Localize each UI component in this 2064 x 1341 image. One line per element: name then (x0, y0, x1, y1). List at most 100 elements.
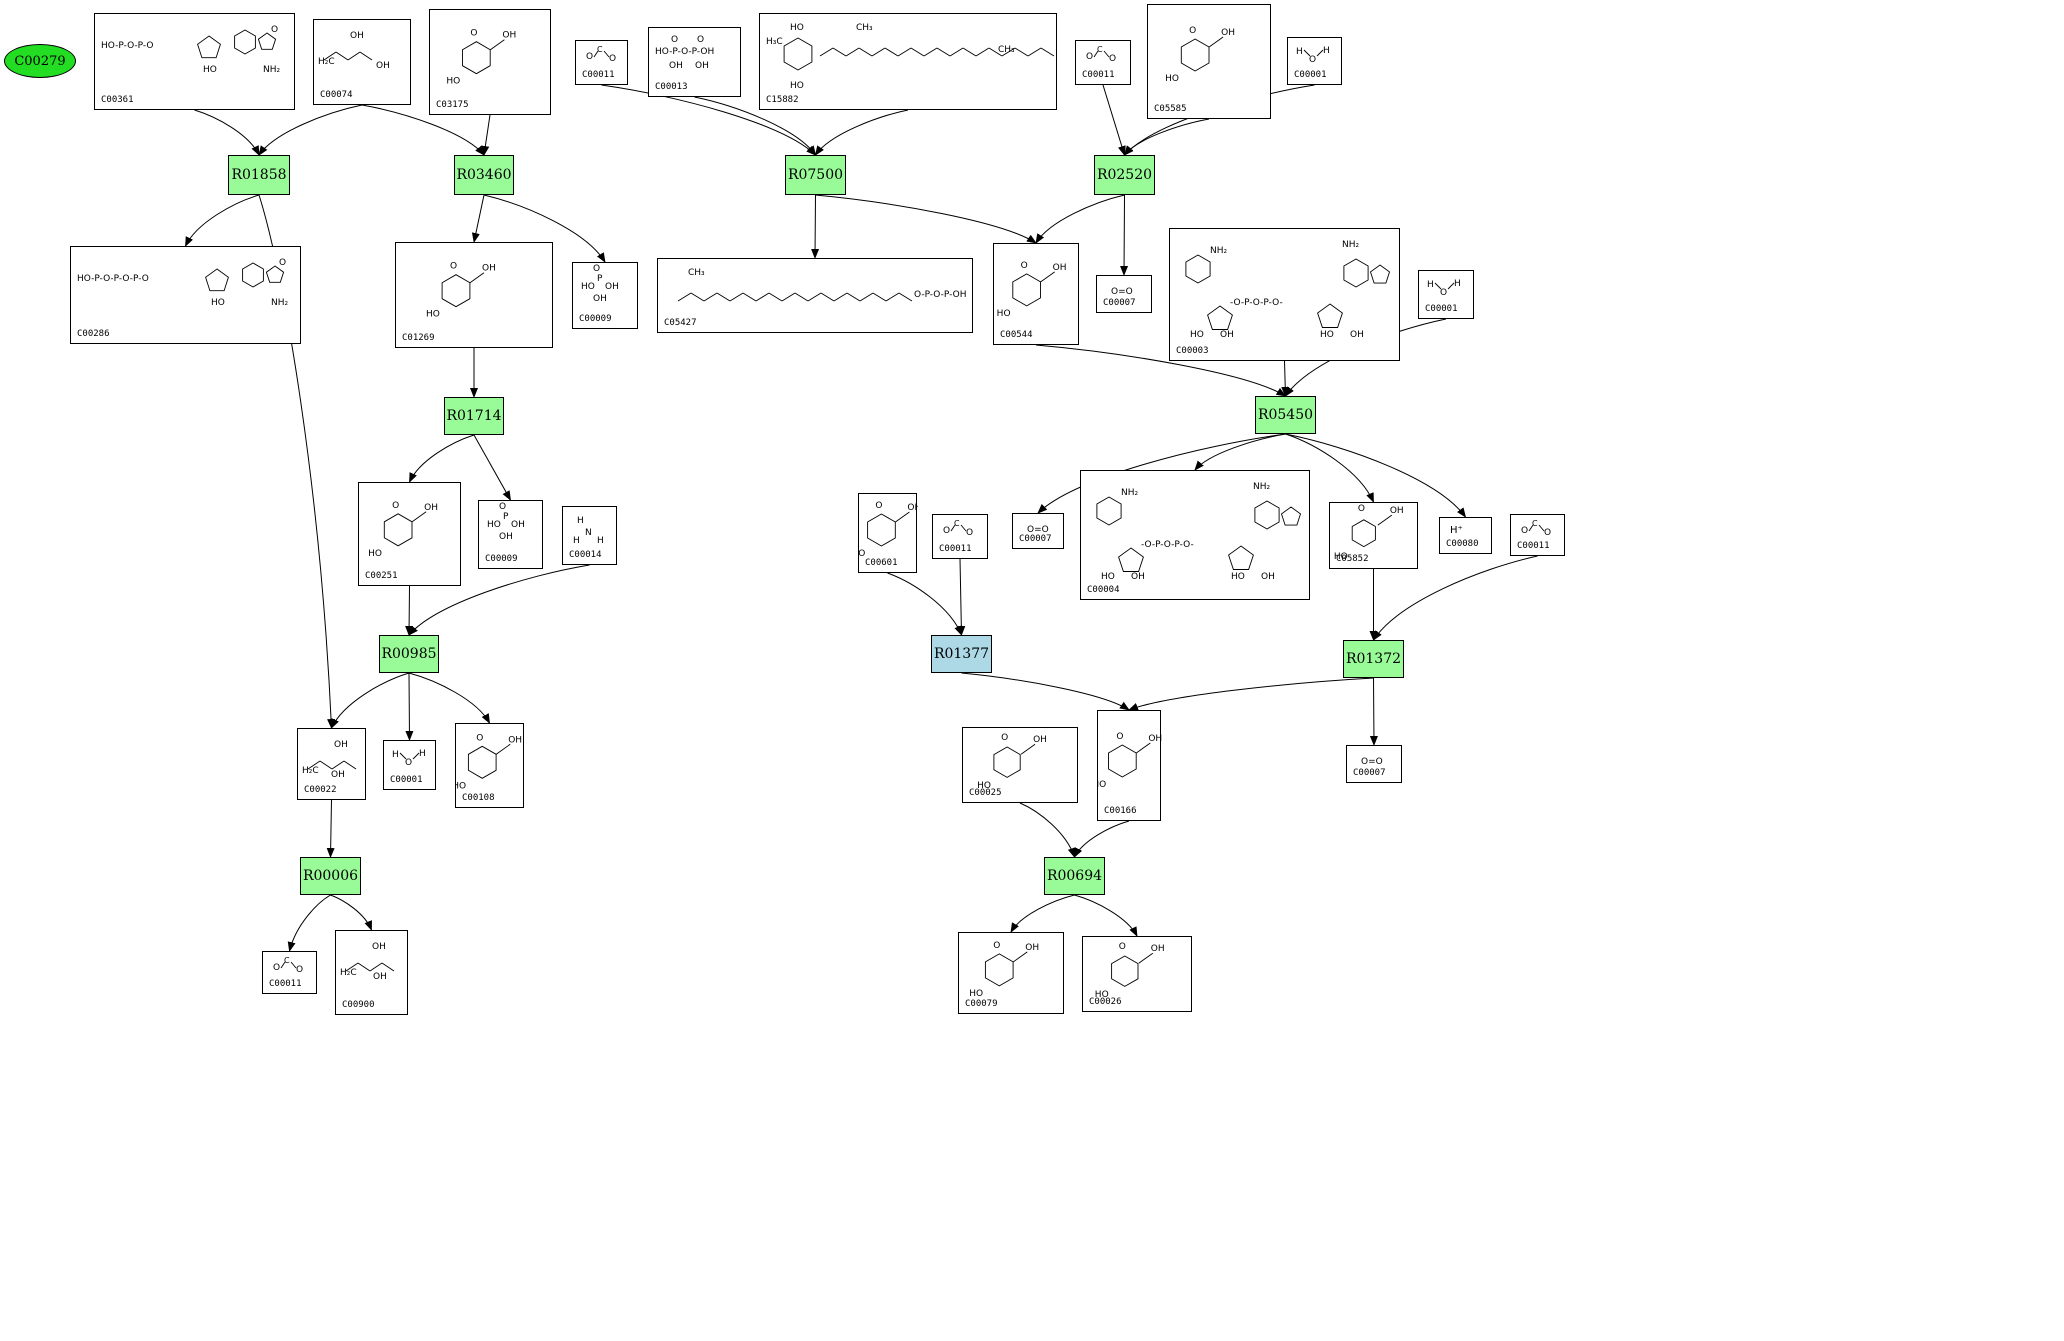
svg-text:OH: OH (669, 61, 683, 71)
svg-text:O: O (1358, 504, 1365, 514)
svg-text:O: O (593, 264, 600, 274)
compound-node-anthranilate[interactable]: OOHHOC00108 (455, 723, 524, 808)
reaction-node[interactable]: R03460 (454, 155, 514, 195)
svg-text:O: O (273, 963, 280, 973)
compound-id: C00003 (1176, 346, 1209, 356)
structure-co2: OCO (943, 519, 973, 538)
reaction-id: R00985 (381, 646, 437, 662)
reaction-node[interactable]: R02520 (1094, 155, 1155, 195)
edge-arrow (1010, 894, 1075, 933)
svg-text:O: O (1021, 261, 1028, 271)
svg-text:HO: HO (446, 77, 460, 87)
svg-text:H: H (573, 536, 580, 546)
reaction-node[interactable]: R01372 (1343, 640, 1404, 678)
svg-text:C: C (1097, 45, 1103, 54)
compound-id: C00251 (365, 571, 398, 581)
edge-arrow (409, 434, 475, 483)
reaction-node[interactable]: R00006 (300, 857, 361, 895)
compound-id: C03175 (436, 100, 469, 110)
svg-text:H: H (1454, 279, 1461, 289)
compound-id: C00009 (485, 554, 518, 564)
edge-arrow (258, 104, 363, 156)
target-compound-node[interactable]: C00279 (4, 44, 76, 78)
compound-node-phenylacetaldehyde[interactable]: OOHHOC00601 (858, 493, 918, 573)
svg-text:OH: OH (605, 282, 619, 292)
reaction-node[interactable]: R07500 (785, 155, 846, 195)
reaction-id: R00006 (302, 868, 359, 884)
svg-text:H: H (1323, 46, 1330, 56)
svg-text:OH: OH (511, 520, 525, 530)
svg-text:HO: HO (426, 310, 440, 320)
reaction-node[interactable]: R01858 (228, 155, 290, 195)
compound-node-phenylpyruvate[interactable]: OOHHOC00166 (1097, 710, 1162, 821)
svg-text:OH: OH (376, 61, 390, 71)
edge-arrow (1369, 677, 1378, 746)
svg-text:HO: HO (1095, 990, 1109, 1000)
reaction-node[interactable]: R00985 (379, 635, 439, 673)
svg-text:NH₂: NH₂ (263, 65, 281, 75)
edge-arrow (1120, 194, 1129, 276)
compound-id: C00011 (939, 544, 972, 554)
svg-text:HO-P-O-P-O-P-O: HO-P-O-P-O-P-O (77, 274, 149, 284)
svg-text:O: O (1309, 55, 1316, 65)
svg-text:HO: HO (997, 309, 1011, 319)
edge-arrow (1281, 360, 1290, 397)
svg-text:H: H (1296, 47, 1303, 57)
reaction-node[interactable]: R01377 (931, 635, 992, 673)
structure-co2: OCO (1086, 45, 1116, 64)
svg-text:H₂C: H₂C (302, 766, 319, 776)
svg-text:O: O (993, 941, 1000, 951)
reaction-node[interactable]: R01714 (444, 397, 504, 435)
edge-arrow (1285, 433, 1374, 503)
edge-arrow (194, 109, 260, 156)
reaction-node[interactable]: R05450 (1255, 396, 1316, 434)
compound-node-proton[interactable]: H⁺C00080 (1439, 517, 1492, 554)
svg-text:HO: HO (211, 298, 225, 308)
edge-arrow (361, 104, 485, 156)
svg-text:OH: OH (907, 503, 918, 513)
reaction-node[interactable]: R00694 (1044, 857, 1105, 895)
edge-arrow (1123, 118, 1210, 156)
edge-arrow (961, 672, 1130, 711)
svg-text:O: O (271, 25, 278, 35)
svg-text:HO: HO (1165, 74, 1179, 84)
svg-text:OH: OH (1033, 735, 1047, 745)
